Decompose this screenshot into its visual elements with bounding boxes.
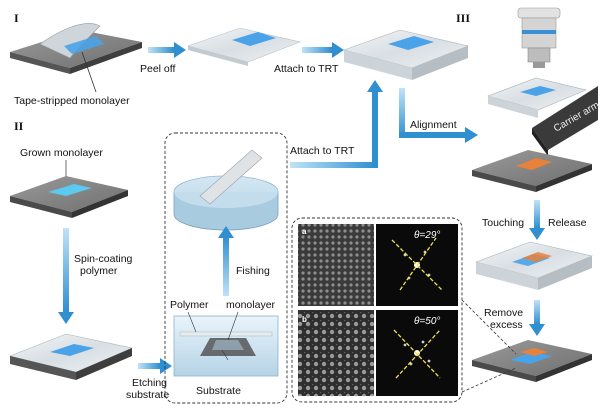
tape-stripped-substrate xyxy=(10,23,142,93)
trt-stack xyxy=(342,29,470,80)
label-peel-off: Peel off xyxy=(140,63,175,75)
label-attach-trt-2: Attach to TRT xyxy=(290,145,355,157)
theta-a: θ=29° xyxy=(414,230,440,241)
panel-label-2: II xyxy=(14,119,24,133)
theta-b: θ=50° xyxy=(414,316,440,327)
label-release: Release xyxy=(548,217,587,229)
etching-beaker xyxy=(173,311,279,377)
target-substrate xyxy=(472,150,592,192)
label-remove-2: excess xyxy=(490,319,523,331)
tape-with-monolayer xyxy=(186,27,302,66)
polymer-coated-substrate xyxy=(9,333,133,380)
label-attach-trt-1: Attach to TRT xyxy=(274,63,339,75)
final-heterostructure xyxy=(472,340,592,382)
panel-label-3: III xyxy=(456,11,470,25)
label-tape-stripped: Tape-stripped monolayer xyxy=(14,95,130,107)
arrow-attach-trt-2 xyxy=(290,80,383,168)
label-grown-monolayer: Grown monolayer xyxy=(20,147,103,159)
wet-transfer-box xyxy=(164,132,288,404)
label-monolayer: monolayer xyxy=(226,299,276,311)
inset-box xyxy=(291,217,463,403)
label-remove-1: Remove xyxy=(484,307,523,319)
fft-image-a: θ=29° xyxy=(376,224,458,306)
arrow-fishing xyxy=(218,226,234,296)
arrow-peel-off xyxy=(148,42,186,58)
label-alignment: Alignment xyxy=(410,119,457,131)
tag-b: b xyxy=(302,315,307,324)
label-spin-coating-1: Spin-coating xyxy=(74,253,133,265)
label-etching-1: Etching xyxy=(132,377,167,389)
arrow-touching-release xyxy=(529,200,545,240)
petri-dish xyxy=(173,149,279,231)
grown-monolayer-substrate xyxy=(10,160,128,218)
label-spin-coating-2: polymer xyxy=(80,265,118,277)
arrow-remove-excess xyxy=(529,300,545,336)
tag-a: a xyxy=(302,227,307,236)
stacked-heterostructure xyxy=(474,241,593,290)
stem-image-b: b xyxy=(298,310,374,396)
arrow-alignment xyxy=(399,88,478,143)
arrow-etching xyxy=(138,358,172,374)
arrow-attach-trt-1 xyxy=(302,42,344,58)
inset-connector-bottom xyxy=(461,367,517,393)
label-polymer: Polymer xyxy=(170,299,209,311)
label-substrate: Substrate xyxy=(196,385,241,397)
label-etching-2: substrate xyxy=(126,389,169,401)
carrier-arm-stage xyxy=(487,77,598,156)
stem-image-a: a xyxy=(298,224,374,306)
inset-connector-top xyxy=(461,299,517,355)
label-touching: Touching xyxy=(482,217,524,229)
arrow-spin-coating xyxy=(58,228,74,324)
microscope-objective-icon xyxy=(517,7,561,68)
panel-label-1: I xyxy=(14,11,19,25)
label-fishing: Fishing xyxy=(236,265,270,277)
fft-image-b: θ=50° xyxy=(376,310,458,396)
